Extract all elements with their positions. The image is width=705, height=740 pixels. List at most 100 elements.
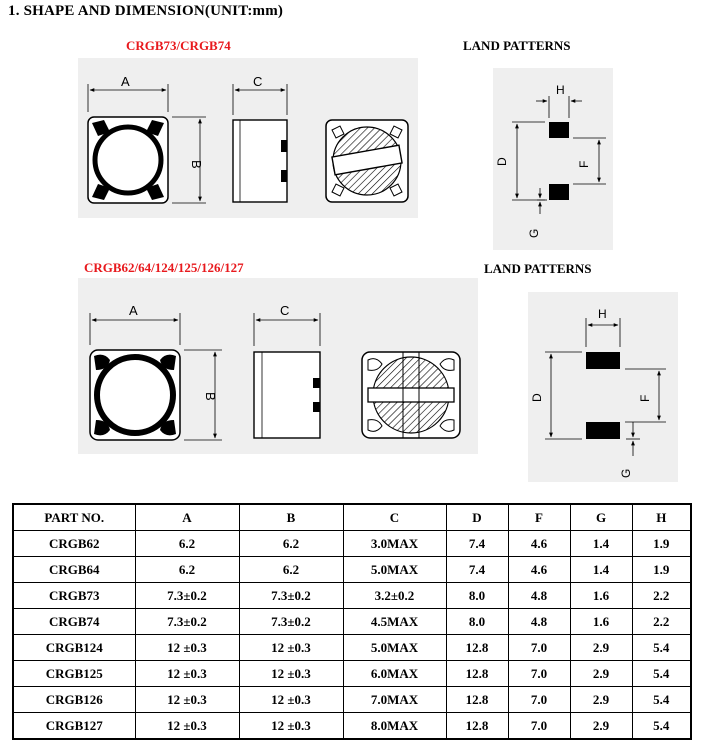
part-number-cell: CRGB74 [12,608,136,635]
table-cell: 12 ±0.3 [134,686,240,713]
table-cell: 5.0MAX [342,556,447,583]
table-cell: 3.2±0.2 [342,582,447,609]
table-cell: 6.2 [134,530,240,557]
table-cell: 3.0MAX [342,530,447,557]
table-cell: 12 ±0.3 [238,660,344,687]
table-cell: 2.9 [569,660,633,687]
part-number-cell: CRGB126 [12,686,136,713]
table-header-cell: H [631,503,692,531]
table-cell: 12 ±0.3 [238,634,344,661]
section1-top-view: A B [87,74,206,204]
table-header-cell: G [569,503,633,531]
dim-f-label: F [577,161,591,168]
table-cell: 12.8 [445,660,509,687]
dim-a-label-2: A [129,303,138,318]
table-cell: 1.6 [569,608,633,635]
dimension-drawings-2: A B C H D [89,303,666,478]
table-cell: 5.0MAX [342,634,447,661]
table-cell: 2.9 [569,634,633,661]
table-cell: 12 ±0.3 [238,686,344,713]
table-cell: 7.4 [445,556,509,583]
table-cell: 1.9 [631,556,692,583]
page-heading: 1. SHAPE AND DIMENSION(UNIT:mm) [8,3,284,19]
table-cell: 2.9 [569,686,633,713]
table-header-row: PART NO. A B C D F G H [12,503,692,531]
table-cell: 7.0 [507,634,571,661]
dim-h-label-2: H [598,307,607,321]
table-cell: 12 ±0.3 [134,634,240,661]
dim-b-label: B [189,160,204,169]
table-cell: 2.2 [631,608,692,635]
table-cell: 7.3±0.2 [238,608,344,635]
table-cell: 5.4 [631,686,692,713]
dim-a-label: A [121,74,130,89]
table-cell: 7.0 [507,686,571,713]
table-cell: 12 ±0.3 [134,660,240,687]
dim-b-label-2: B [203,392,218,401]
table-cell: 12 ±0.3 [238,712,344,740]
table-cell: 6.2 [238,530,344,557]
section1-side-view: C [232,74,288,203]
dim-d-label: D [495,157,509,166]
section2-land-label: LAND PATTERNS [484,261,592,276]
dim-d-label-2: D [530,393,544,402]
table-cell: 12.8 [445,712,509,740]
part-number-cell: CRGB64 [12,556,136,583]
part-number-cell: CRGB62 [12,530,136,557]
table-cell: 7.3±0.2 [134,582,240,609]
dim-h-label: H [556,83,565,97]
table-cell: 2.2 [631,582,692,609]
table-header-cell: D [445,503,509,531]
table-cell: 6.2 [238,556,344,583]
table-cell: 4.8 [507,608,571,635]
table-cell: 6.0MAX [342,660,447,687]
table-cell: 12 ±0.3 [134,712,240,740]
table-cell: 8.0MAX [342,712,447,740]
table-cell: 8.0 [445,608,509,635]
dim-c-label: C [253,74,262,89]
table-cell: 7.4 [445,530,509,557]
table-header-cell: C [342,503,447,531]
table-cell: 5.4 [631,634,692,661]
part-number-cell: CRGB73 [12,582,136,609]
table-cell: 7.0 [507,712,571,740]
table-cell: 5.4 [631,712,692,740]
table-cell: 7.3±0.2 [238,582,344,609]
section2-model-label: CRGB62/64/124/125/126/127 [84,260,244,275]
section2-bottom-view [361,351,461,439]
table-cell: 4.6 [507,556,571,583]
table-cell: 7.0MAX [342,686,447,713]
table-cell: 12.8 [445,634,509,661]
table-cell: 1.4 [569,556,633,583]
dim-f-label-2: F [638,395,652,402]
dim-g-label: G [527,229,541,238]
table-cell: 1.4 [569,530,633,557]
table-header-cell: B [238,503,344,531]
dim-c-label-2: C [280,303,289,318]
table-cell: 1.9 [631,530,692,557]
table-cell: 6.2 [134,556,240,583]
table-cell: 8.0 [445,582,509,609]
dimension-drawings: A B C H D [87,74,606,238]
table-cell: 1.6 [569,582,633,609]
section2-side-view: C [253,303,321,439]
part-number-cell: CRGB124 [12,634,136,661]
table-cell: 5.4 [631,660,692,687]
table-header-cell: A [134,503,240,531]
section1-land-panel [493,68,613,250]
part-number-cell: CRGB125 [12,660,136,687]
part-number-cell: CRGB127 [12,712,136,740]
section2-land-pattern: H D F G [530,307,666,478]
table-cell: 4.8 [507,582,571,609]
section1-model-label: CRGB73/CRGB74 [126,38,231,53]
table-header-cell: PART NO. [12,503,136,531]
